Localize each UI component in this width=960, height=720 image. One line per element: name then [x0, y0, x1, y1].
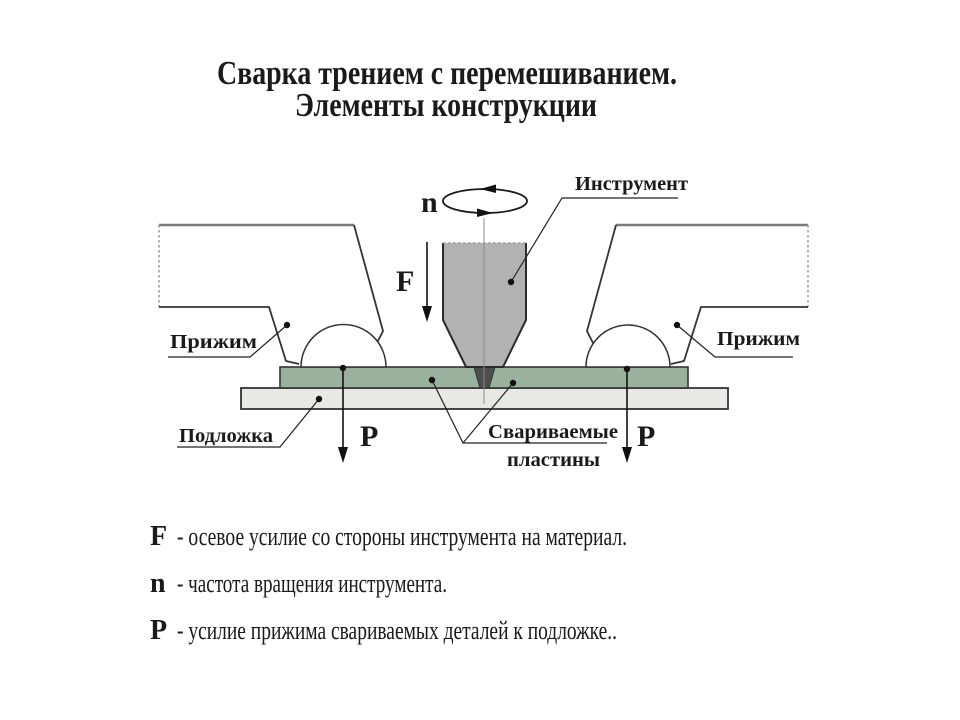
plates-leader-line-right: [462, 382, 514, 444]
rotation-ellipse: [442, 188, 528, 214]
clamp-left-dome: [300, 323, 387, 368]
clamp-right-leader-line: [676, 324, 793, 358]
legend-symbol-n: n: [150, 568, 166, 599]
plates-leader-dot-right: [509, 379, 517, 387]
axial-force-label: F: [396, 265, 414, 298]
clamp-right-bottom-edge: [670, 306, 808, 365]
legend-text-f: - осевое усилие со стороны инструмента н…: [177, 522, 627, 551]
clamp-right-label: Прижим: [717, 328, 800, 350]
legend-symbol-f: F: [150, 521, 167, 552]
press-left-label: P: [360, 420, 378, 453]
title-line-1: Сварка трением с перемешиванием.: [217, 55, 677, 92]
clamp-left-leader-line: [168, 324, 288, 358]
substrate-leader-dot: [315, 395, 323, 403]
legend-text-n: - частота вращения инструмента.: [177, 569, 447, 598]
tool-label: Инструмент: [575, 173, 688, 195]
press-right-label: P: [637, 420, 655, 453]
substrate-label: Подложка: [179, 425, 273, 447]
legend-symbol-p: P: [150, 615, 167, 646]
rotation-label: n: [421, 186, 438, 219]
plates-leader-dot-left: [428, 376, 436, 384]
clamp-right-dome: [585, 324, 671, 368]
plates-label-line-1: Свариваемые: [488, 421, 618, 443]
legend: F - осевое усилие со стороны инструмента…: [150, 521, 627, 646]
clamp-left-leader-dot: [283, 321, 291, 329]
press-left-arrow-head: [338, 447, 348, 463]
rotation-arrow-bottom: [477, 208, 493, 217]
substrate-leader-line: [177, 398, 320, 448]
title-line-2: Элементы конструкции: [295, 87, 597, 124]
tool-leader-dot: [507, 278, 515, 286]
legend-text-p: - усилие прижима свариваемых деталей к п…: [177, 616, 617, 645]
rotation-arrow-top: [480, 184, 496, 193]
press-right-arrow-head: [622, 447, 632, 463]
clamp-left-right-edge: [353, 224, 384, 344]
plates-label-line-2: пластины: [507, 449, 600, 471]
clamp-right-leader-dot: [673, 321, 681, 329]
clamp-right-left-edge: [586, 224, 617, 344]
clamp-left-label: Прижим: [170, 331, 257, 353]
tool-leader-line: [510, 197, 678, 283]
axial-force-arrow-head: [422, 306, 432, 322]
